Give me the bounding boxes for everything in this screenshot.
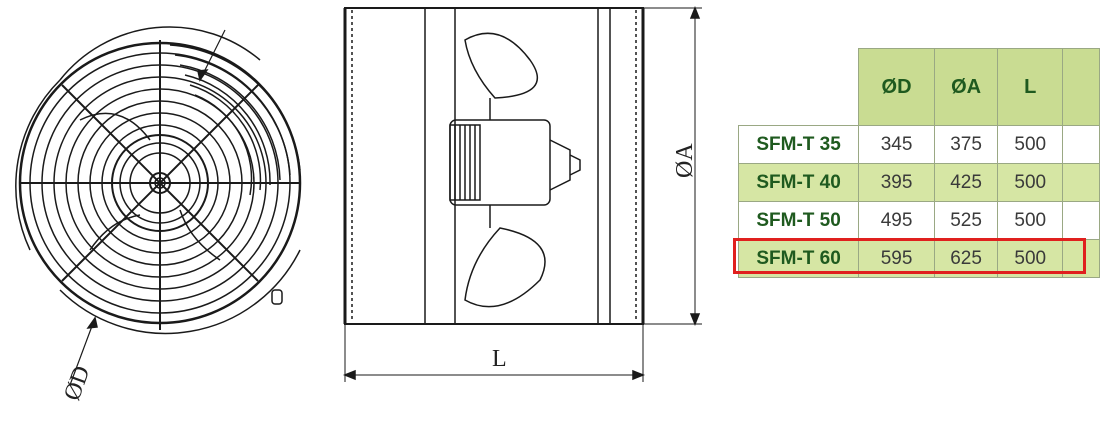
oa-cell: 425 (933, 163, 999, 202)
header-l: L (997, 48, 1064, 126)
od-cell: 395 (858, 163, 935, 202)
od-cell: 495 (858, 201, 935, 240)
side-height-label: ØA (672, 143, 698, 178)
highlighted-row-frame (733, 238, 1086, 274)
side-length-label: L (492, 346, 507, 372)
spec-table: ØD ØA L SFM-T 35 345 375 500 SFM-T 40 39… (737, 48, 1100, 278)
cut-cell (1062, 125, 1100, 164)
oa-cell: 375 (933, 125, 999, 164)
fan-side-view-drawing: ØA L (342, 5, 702, 382)
header-od: ØD (858, 48, 935, 126)
model-cell: SFM-T 40 (737, 163, 860, 202)
table-header-row: ØD ØA L (739, 48, 1100, 126)
cut-cell (1062, 163, 1100, 202)
header-oa: ØA (933, 48, 999, 126)
l-cell: 500 (997, 125, 1064, 164)
model-cell: SFM-T 35 (737, 125, 860, 164)
table-row: SFM-T 40 395 425 500 (737, 163, 1100, 202)
table-corner (739, 49, 859, 126)
fan-front-view-drawing: ØD (15, 26, 302, 404)
l-cell: 500 (997, 163, 1064, 202)
table-row: SFM-T 35 345 375 500 (737, 125, 1100, 164)
oa-cell: 525 (933, 201, 999, 240)
model-cell: SFM-T 50 (737, 201, 860, 240)
header-cut (1062, 48, 1100, 126)
front-diameter-label: ØD (59, 363, 95, 404)
l-cell: 500 (997, 201, 1064, 240)
cut-cell (1062, 201, 1100, 240)
od-cell: 345 (858, 125, 935, 164)
table-row: SFM-T 50 495 525 500 (737, 201, 1100, 240)
